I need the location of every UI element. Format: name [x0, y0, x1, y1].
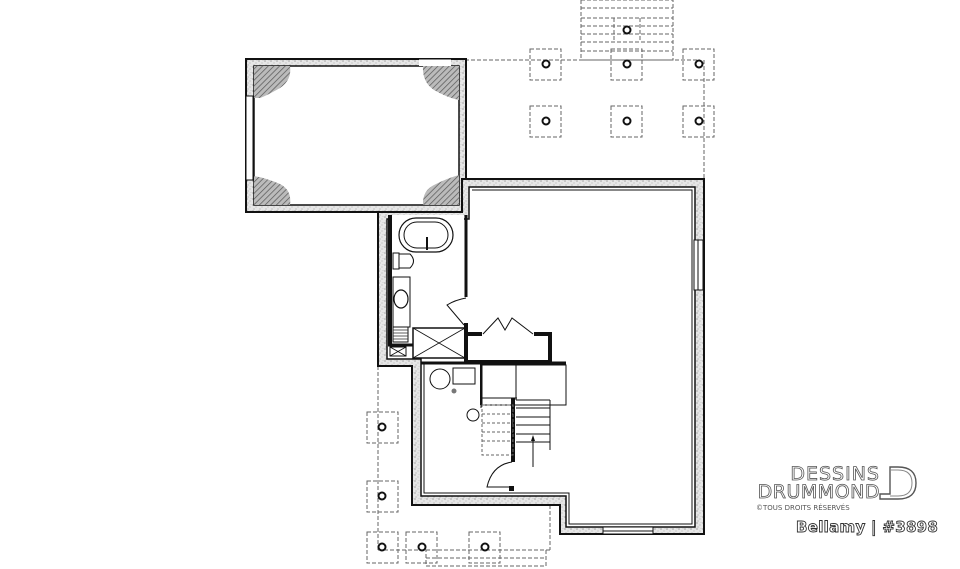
door-logo-icon: [879, 466, 917, 500]
logo-text-drummond: DRUMMOND: [757, 481, 880, 503]
sink: [393, 289, 409, 309]
deck-posts: [541, 25, 704, 126]
toilet: [392, 252, 414, 270]
plan-name: Bellamy | #3898: [796, 518, 939, 537]
porch-outline: [366, 366, 551, 567]
logo-text-dessins: DESSINS: [790, 463, 880, 485]
floor-drain: [451, 388, 457, 394]
cold-room: [245, 58, 467, 213]
stairs: [481, 397, 551, 491]
copyright-text: ©TOUS DROITS RÉSERVÉS: [756, 504, 850, 512]
bifold-door[interactable]: [482, 317, 534, 335]
mechanical-door[interactable]: [486, 461, 513, 488]
furnace: [452, 367, 476, 385]
laundry-tub: [466, 408, 480, 422]
bathroom: [388, 215, 468, 359]
porch-posts: [377, 422, 490, 552]
water-heater: [429, 368, 451, 390]
company-logo: DESSINS DRUMMOND ©TOUS DROITS RÉSERVÉS B…: [752, 462, 938, 542]
deck-outline: [465, 0, 715, 185]
bathroom-door[interactable]: [446, 297, 467, 326]
